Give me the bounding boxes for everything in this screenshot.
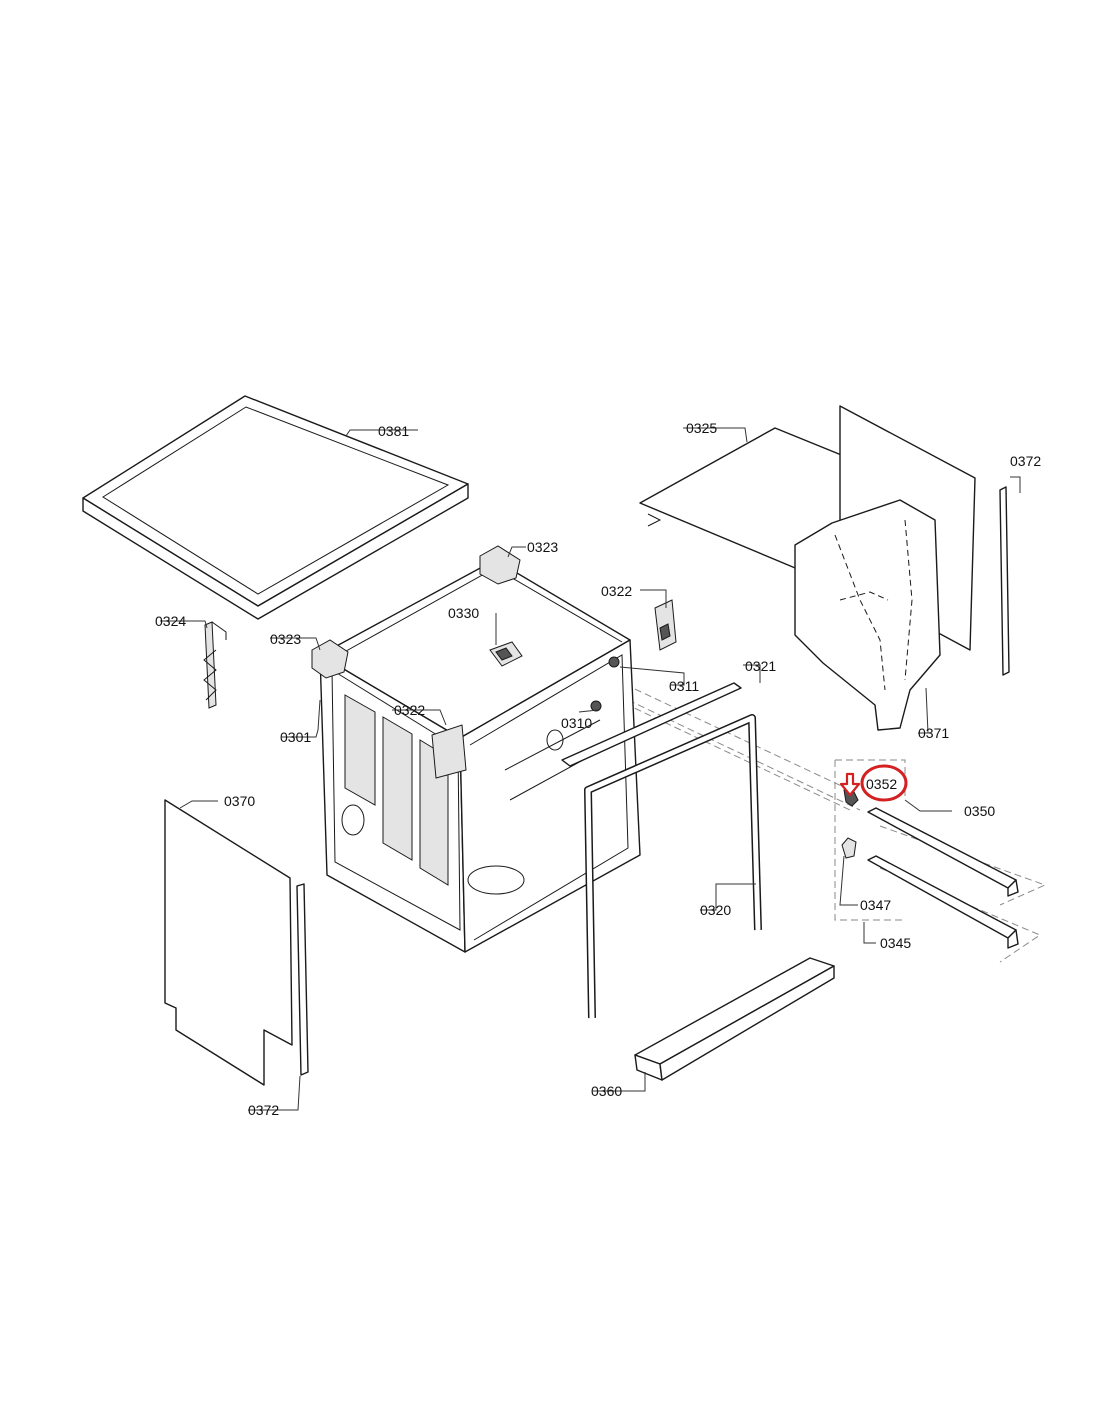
part-top-seal bbox=[561, 682, 742, 767]
callout-0325: 0325 bbox=[686, 420, 717, 436]
part-tub-frame bbox=[319, 559, 641, 953]
highlight-arrow-icon bbox=[839, 772, 861, 797]
highlight-circle bbox=[860, 764, 908, 802]
part-fittings bbox=[590, 656, 620, 712]
callout-0350: 0350 bbox=[964, 803, 995, 819]
callout-0360: 0360 bbox=[591, 1083, 622, 1099]
highlight-annotation bbox=[839, 764, 908, 802]
callout-0321: 0321 bbox=[745, 658, 776, 674]
callout-0322-mid: 0322 bbox=[394, 702, 425, 718]
part-hinge-bracket bbox=[431, 599, 677, 779]
part-top-latch bbox=[489, 641, 523, 667]
callout-0352: 0352 bbox=[866, 776, 897, 792]
callout-0322-top: 0322 bbox=[601, 583, 632, 599]
part-top-hinge-block bbox=[311, 545, 521, 679]
callout-0324: 0324 bbox=[155, 613, 186, 629]
callout-0345: 0345 bbox=[880, 935, 911, 951]
callout-labels: 0381 0325 0372 0323 0322 0324 0330 0323 … bbox=[155, 420, 1041, 1118]
callout-0372-bottom: 0372 bbox=[248, 1102, 279, 1118]
callout-0372-top: 0372 bbox=[1010, 453, 1041, 469]
callout-0347: 0347 bbox=[860, 897, 891, 913]
part-side-strip-right bbox=[999, 486, 1010, 676]
callout-0311: 0311 bbox=[669, 678, 699, 694]
callout-0370: 0370 bbox=[224, 793, 255, 809]
part-side-panel bbox=[164, 799, 293, 1086]
leader-lines bbox=[160, 427, 1021, 1111]
callout-0371: 0371 bbox=[918, 725, 949, 741]
part-rear-insulation bbox=[794, 405, 976, 731]
part-rails bbox=[867, 807, 1019, 949]
part-clips bbox=[841, 787, 859, 859]
callout-0320: 0320 bbox=[700, 902, 731, 918]
callout-0323-left: 0323 bbox=[270, 631, 301, 647]
callout-0330: 0330 bbox=[448, 605, 479, 621]
callout-0301: 0301 bbox=[280, 729, 311, 745]
callout-0381: 0381 bbox=[378, 423, 409, 439]
part-top-cover bbox=[82, 395, 469, 620]
callout-0310: 0310 bbox=[561, 715, 592, 731]
part-base-rail bbox=[634, 957, 835, 1081]
callout-0323-top: 0323 bbox=[527, 539, 558, 555]
part-door-seal bbox=[584, 714, 762, 1019]
part-side-strip-left bbox=[296, 883, 309, 1076]
part-side-bracket bbox=[203, 621, 227, 709]
